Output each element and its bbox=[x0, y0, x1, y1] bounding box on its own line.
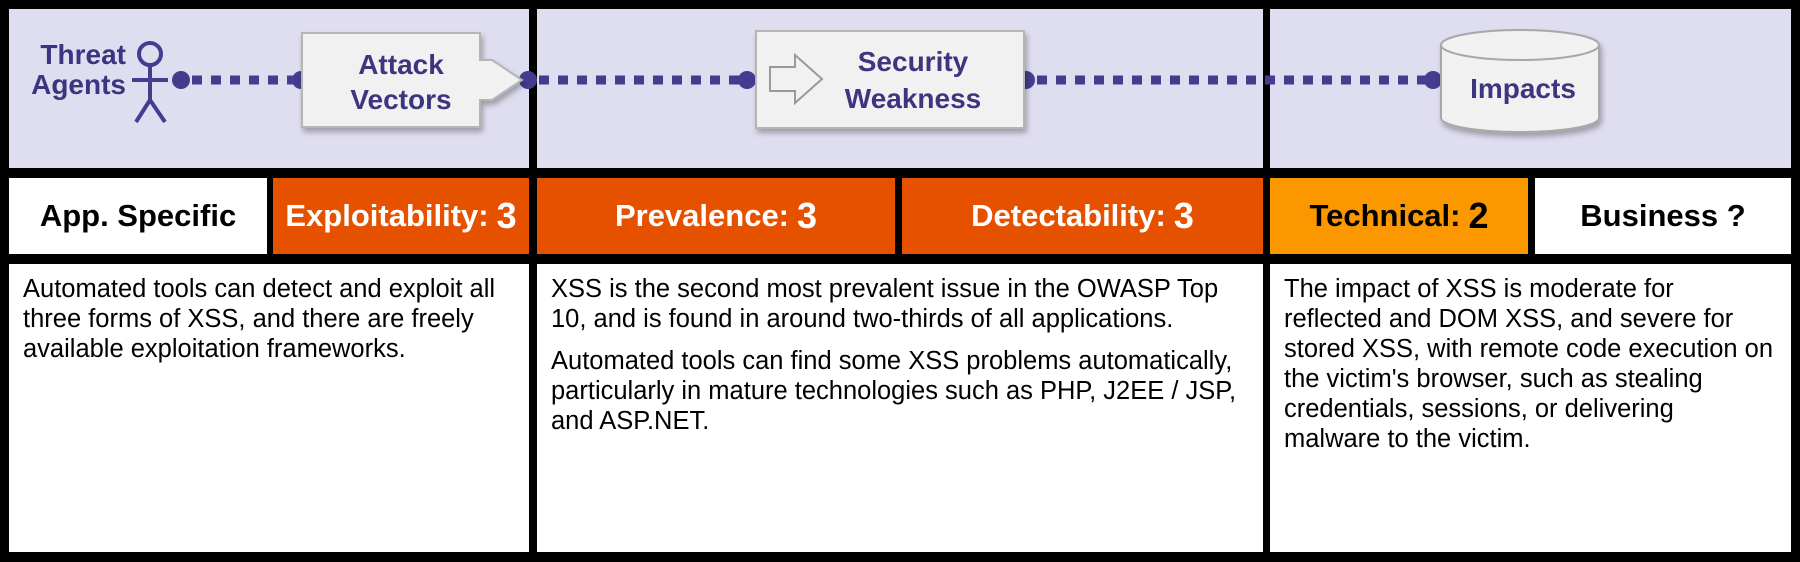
svg-text:Agents: Agents bbox=[31, 69, 126, 100]
prevalence-rating: Prevalence:3 bbox=[537, 178, 895, 254]
detectability-value: 3 bbox=[1173, 195, 1194, 236]
threat-agents-label: Threat Agents bbox=[31, 39, 126, 100]
svg-text:Weakness: Weakness bbox=[845, 83, 981, 114]
stick-figure-icon bbox=[132, 41, 168, 124]
app-specific-rating: App. Specific bbox=[9, 178, 267, 254]
risk-flow-diagram: Threat Agents Attack Vectors Security We… bbox=[31, 29, 1600, 133]
security-weakness-box: Security Weakness bbox=[755, 30, 1025, 129]
attack-vectors-box: Attack Vectors bbox=[301, 32, 524, 128]
technical-value: 2 bbox=[1468, 195, 1489, 236]
impacts-cylinder: Impacts bbox=[1440, 29, 1600, 133]
technical-rating: Technical:2 bbox=[1270, 178, 1528, 254]
svg-text:Security: Security bbox=[858, 46, 969, 77]
weakness-paragraph: XSS is the second most prevalent issue i… bbox=[551, 275, 1219, 333]
exploitability-label: Exploitability: bbox=[285, 198, 489, 233]
svg-text:Vectors: Vectors bbox=[350, 84, 451, 115]
prevalence-label: Prevalence: bbox=[614, 198, 790, 233]
detectability-label: Detectability: bbox=[971, 198, 1166, 233]
prevalence-value: 3 bbox=[797, 195, 818, 236]
weakness-paragraph: Automated tools can find some XSS proble… bbox=[551, 347, 1237, 435]
detectability-rating: Detectability:3 bbox=[902, 178, 1263, 254]
exploitability-value: 3 bbox=[496, 195, 517, 236]
business-label: Business ? bbox=[1580, 198, 1746, 233]
svg-text:Impacts: Impacts bbox=[1470, 73, 1576, 104]
business-rating: Business ? bbox=[1535, 178, 1791, 254]
arrow-box-icon bbox=[301, 32, 524, 128]
threat-agents-description: Automated tools can detect and exploit a… bbox=[9, 264, 529, 552]
svg-text:Attack: Attack bbox=[358, 49, 444, 80]
technical-label: Technical: bbox=[1309, 198, 1461, 233]
exploitability-rating: Exploitability:3 bbox=[273, 178, 529, 254]
database-icon bbox=[1440, 45, 1600, 133]
threat-agents-text: Automated tools can detect and exploit a… bbox=[23, 275, 496, 363]
svg-text:Threat: Threat bbox=[40, 39, 126, 70]
app-specific-label: App. Specific bbox=[39, 198, 237, 233]
arrow-icon bbox=[769, 52, 824, 106]
impacts-description: The impact of XSS is moderate for reflec… bbox=[1270, 264, 1791, 552]
weakness-description: XSS is the second most prevalent issue i… bbox=[537, 264, 1263, 552]
impacts-text: The impact of XSS is moderate for reflec… bbox=[1284, 275, 1774, 453]
